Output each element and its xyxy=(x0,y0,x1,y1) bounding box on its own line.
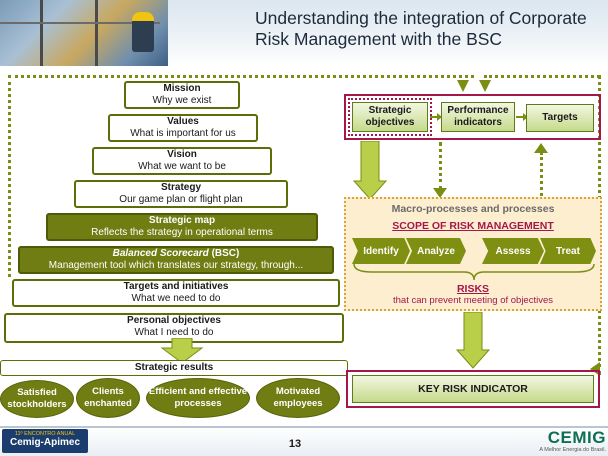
slide-footer xyxy=(0,428,608,456)
down-arrow-icon xyxy=(160,338,204,364)
feedback-loop-left xyxy=(8,75,11,277)
down-arrows-icon xyxy=(457,80,491,92)
scope-heading: SCOPE OF RISK MANAGEMENT xyxy=(392,220,554,232)
panel-heading: Macro-processes and processes xyxy=(391,203,555,215)
step-treat: Treat xyxy=(540,238,596,264)
result-motivated-employees: Motivated employees xyxy=(256,378,340,418)
result-satisfied-stockholders: Satisfied stockholders xyxy=(0,380,74,418)
risks-subtitle: that can prevent meeting of objectives xyxy=(392,295,553,306)
big-down-arrow-icon xyxy=(353,141,387,200)
step-analyze: Analyze xyxy=(406,238,466,264)
performance-indicators-box: Performance indicators xyxy=(441,102,515,132)
page-number: 13 xyxy=(288,438,302,450)
step-assess: Assess xyxy=(482,238,544,264)
kri-frame xyxy=(346,370,600,408)
dotted-link-performance xyxy=(439,142,442,190)
event-logo: 11º ENCONTRO ANUAL Cemig-Apimec xyxy=(2,429,88,453)
dotted-link-targets xyxy=(540,152,543,196)
slide-title: Understanding the integration of Corpora… xyxy=(255,8,587,49)
risks-heading: RISKS xyxy=(456,283,490,295)
feedback-loop-top-right xyxy=(484,75,600,78)
bsc-box: Balanced Scorecard (BSC) Management tool… xyxy=(18,246,334,274)
arrow-right-icon xyxy=(516,113,528,121)
brace-icon xyxy=(353,263,595,281)
strategic-results-bar: Strategic results xyxy=(0,360,348,376)
key-risk-indicator-box: KEY RISK INDICATOR xyxy=(352,375,594,403)
result-clients-enchanted: Clients enchanted xyxy=(76,378,140,418)
dotted-arrow-down-icon xyxy=(433,188,447,198)
feedback-loop-top xyxy=(8,75,474,78)
targets-box: Targets xyxy=(526,104,594,132)
right-loop-arrow-icon xyxy=(590,362,600,376)
step-identify: Identify xyxy=(352,238,410,264)
footer-divider xyxy=(0,426,608,428)
dotted-arrow-up-icon xyxy=(534,143,548,153)
big-down-arrow-icon xyxy=(456,312,490,369)
header-photo xyxy=(0,0,168,66)
cemig-logo: CEMIG xyxy=(547,428,606,447)
cemig-tagline: A Melhor Energia do Brasil. xyxy=(539,447,606,453)
objectives-frame xyxy=(344,94,601,140)
result-efficient-processes: Efficient and effective processes xyxy=(146,378,250,418)
arrow-right-icon xyxy=(430,113,442,121)
strategic-objectives-box: Strategic objectives xyxy=(352,102,428,132)
